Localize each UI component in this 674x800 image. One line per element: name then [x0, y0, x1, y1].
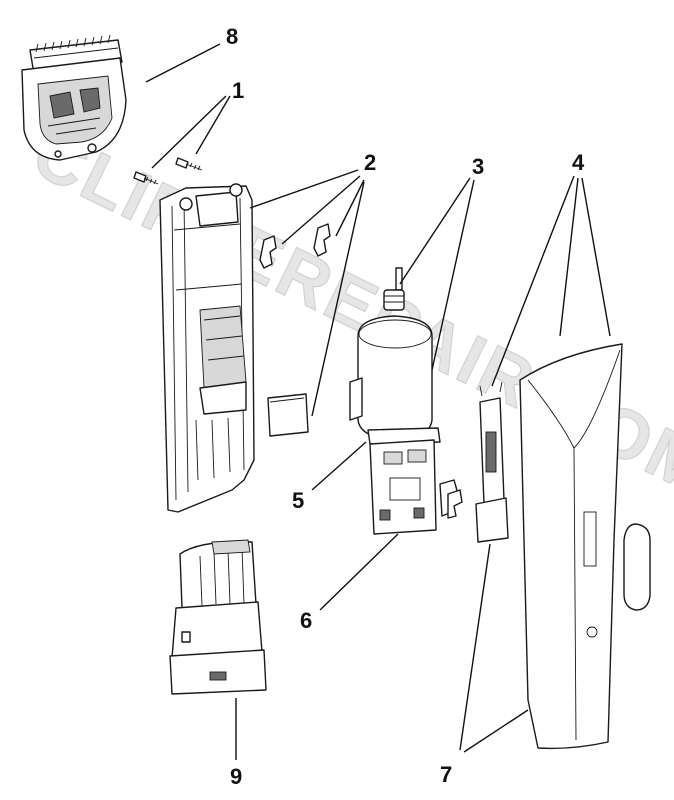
- leader-lines: [145, 43, 611, 760]
- battery-pack-part: [169, 539, 267, 695]
- main-chassis-part: [159, 183, 255, 513]
- callout-8: 8: [226, 24, 238, 49]
- callout-7: 7: [440, 762, 452, 787]
- callout-2: 2: [364, 150, 376, 175]
- callout-4: 4: [572, 150, 585, 175]
- contact-springs-part: [439, 381, 509, 543]
- callout-9: 9: [230, 764, 242, 789]
- callout-5: 5: [292, 488, 304, 513]
- screws-part: [133, 157, 203, 185]
- blade-head-part: [21, 34, 127, 161]
- callout-1: 1: [232, 78, 244, 103]
- outer-housing-part: [519, 343, 651, 750]
- callout-3: 3: [472, 154, 484, 179]
- clips-and-pad-part: [259, 223, 331, 437]
- callout-6: 6: [300, 608, 312, 633]
- circuit-board-part: [367, 427, 441, 535]
